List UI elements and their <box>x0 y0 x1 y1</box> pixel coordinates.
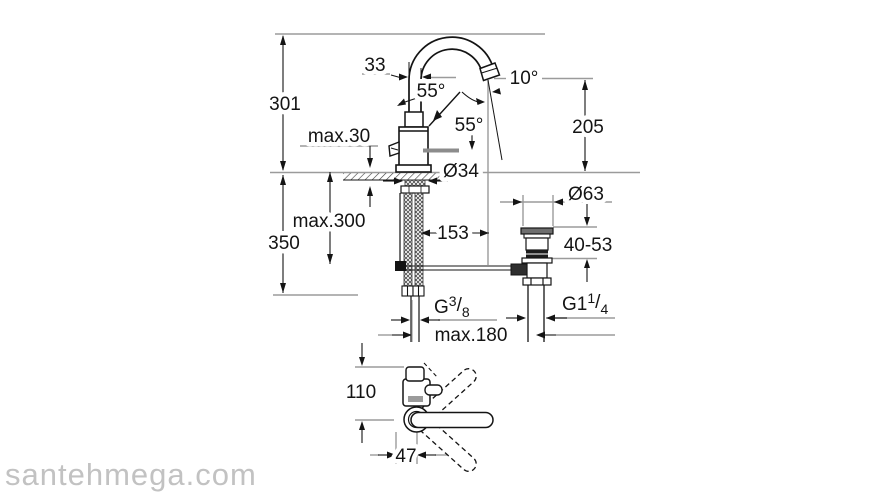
drain-flange-diameter-label: Ø63 <box>568 184 604 205</box>
handle-swivel-dashed-up <box>410 368 477 430</box>
dim-supply-thread: G3/8 <box>391 293 470 324</box>
drain-flange-top <box>520 227 554 235</box>
clamping-range-label: 40-53 <box>564 235 613 256</box>
dim-max-distance: max.180 <box>392 300 556 351</box>
drain-lock-nut <box>522 277 552 286</box>
supply-hose-right <box>414 192 424 287</box>
handle-angle-front-label: 55° <box>455 115 484 136</box>
spout-arc <box>408 36 495 115</box>
faucet-neck <box>404 111 424 128</box>
dim-drain-thread: G11/4 <box>506 290 608 322</box>
spout-tip-top-view <box>405 366 425 382</box>
dim-handle-angle-front: 55° <box>450 111 488 150</box>
drain-body <box>526 262 548 279</box>
under-deck-assembly <box>395 179 513 342</box>
faucet-top-view <box>402 362 494 472</box>
spout-width-label: 33 <box>364 55 385 76</box>
top-offset-label: 47 <box>395 446 416 467</box>
supply-thread-label: G3/8 <box>434 293 470 320</box>
faucet-front-view <box>388 36 503 173</box>
drain-neck <box>525 237 549 251</box>
mounting-nut <box>400 185 430 194</box>
rod-length-label: max.300 <box>293 211 366 232</box>
supply-hose-left <box>403 192 413 287</box>
base-diameter-label: Ø34 <box>443 161 479 182</box>
dim-spout-width: 33 <box>360 51 431 82</box>
dim-spout-reach: 153 <box>421 219 489 249</box>
deck-thickness-label: max.30 <box>308 126 370 147</box>
dim-handle-angle-open: 55° <box>397 77 450 121</box>
handle-angle-open-label: 55° <box>417 81 446 102</box>
handle-swivel-dashed-down <box>410 410 477 472</box>
handle-top-view <box>410 411 494 429</box>
dim-total-height: 301 <box>265 35 305 171</box>
drain-flange-rim <box>523 233 551 239</box>
watermark: santehmega.com <box>5 457 257 492</box>
aerator <box>479 62 501 82</box>
handle-lever <box>388 140 400 157</box>
top-depth-label: 110 <box>346 382 376 403</box>
dim-top-offset: 47 <box>378 442 436 472</box>
spout-dashed-edge <box>423 362 439 379</box>
dim-outlet-angle: 10° <box>461 64 543 105</box>
hose-length-label: 350 <box>268 233 300 254</box>
popup-rod-horizontal <box>406 265 513 271</box>
dim-spout-height: 205 <box>568 80 608 171</box>
dim-rod-length: max.300 <box>288 172 370 264</box>
spout-reach-label: 153 <box>437 223 469 244</box>
side-knob-top-view <box>424 384 443 396</box>
dim-hose-length: 350 <box>264 175 304 293</box>
dim-base-diameter: Ø34 <box>383 157 484 187</box>
drain-assembly <box>510 227 554 342</box>
drain-oring-2 <box>526 254 548 258</box>
outlet-axis-line <box>487 79 503 161</box>
dim-top-depth: 110 <box>341 343 381 443</box>
supply-pipe-tail <box>410 296 420 342</box>
drain-rod-knob <box>510 263 528 276</box>
body-top-inner <box>408 396 423 402</box>
dim-deck-thickness: max.30 <box>303 122 375 207</box>
total-height-label: 301 <box>269 94 301 115</box>
drain-oring-1 <box>526 250 548 254</box>
dim-clamping-range: 40-53 <box>559 204 617 282</box>
dim-drain-flange-diameter: Ø63 <box>513 180 608 210</box>
popup-rod-clamp <box>395 261 406 271</box>
drain-collar <box>521 257 553 264</box>
hose-end-nuts <box>401 285 425 297</box>
outlet-angle-label: 10° <box>510 68 539 89</box>
max-distance-label: max.180 <box>435 325 508 346</box>
drain-thread-label: G11/4 <box>562 290 608 317</box>
spout-height-label: 205 <box>572 117 604 138</box>
